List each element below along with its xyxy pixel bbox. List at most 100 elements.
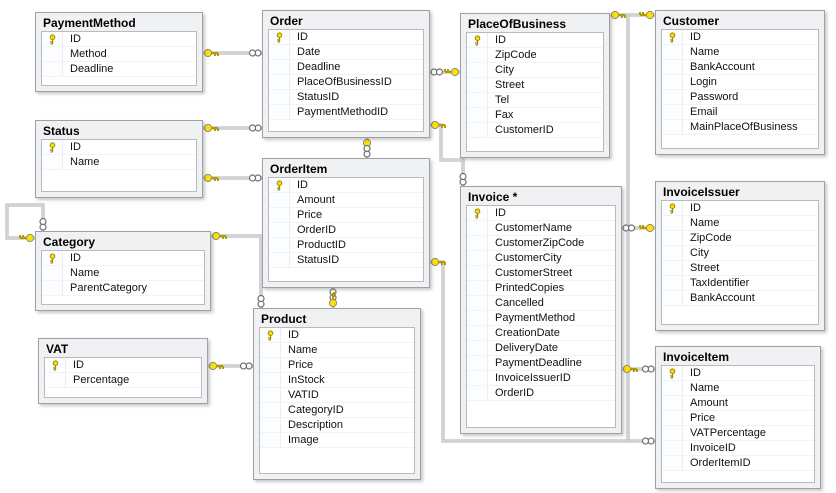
field-row-invoiceitem-id[interactable]: ID	[662, 366, 814, 381]
field-row-order-deadline[interactable]: Deadline	[269, 60, 423, 75]
field-row-product-description[interactable]: Description	[260, 418, 414, 433]
field-row-product-id[interactable]: ID	[260, 328, 414, 343]
field-row-paymentmethod-deadline[interactable]: Deadline	[42, 62, 196, 77]
table-title[interactable]: Category	[43, 235, 96, 249]
field-row-customer-id[interactable]: ID	[662, 30, 818, 45]
field-row-placeofbusiness-street[interactable]: Street	[467, 78, 603, 93]
table-title[interactable]: Order	[270, 14, 303, 28]
field-row-product-instock[interactable]: InStock	[260, 373, 414, 388]
table-title[interactable]: OrderItem	[270, 162, 328, 176]
field-row-invoiceissuer-id[interactable]: ID	[662, 201, 818, 216]
field-row-product-vatid[interactable]: VATID	[260, 388, 414, 403]
field-row-order-id[interactable]: ID	[269, 30, 423, 45]
field-row-invoiceitem-orderitemid[interactable]: OrderItemID	[662, 456, 814, 471]
field-row-orderitem-statusid[interactable]: StatusID	[269, 253, 423, 268]
field-row-customer-login[interactable]: Login	[662, 75, 818, 90]
field-row-invoiceissuer-bankaccount[interactable]: BankAccount	[662, 291, 818, 306]
table-title[interactable]: PlaceOfBusiness	[468, 17, 567, 31]
field-row-placeofbusiness-tel[interactable]: Tel	[467, 93, 603, 108]
field-row-invoiceissuer-city[interactable]: City	[662, 246, 818, 261]
field-row-placeofbusiness-fax[interactable]: Fax	[467, 108, 603, 123]
table-title[interactable]: InvoiceIssuer	[663, 185, 740, 199]
field-row-category-id[interactable]: ID	[42, 251, 204, 266]
field-row-customer-bankaccount[interactable]: BankAccount	[662, 60, 818, 75]
field-row-invoiceitem-vatpercentage[interactable]: VATPercentage	[662, 426, 814, 441]
field-row-placeofbusiness-id[interactable]: ID	[467, 33, 603, 48]
field-row-category-parentcategory[interactable]: ParentCategory	[42, 281, 204, 296]
field-row-status-id[interactable]: ID	[42, 140, 196, 155]
table-title[interactable]: Invoice *	[468, 190, 518, 204]
table-title[interactable]: InvoiceItem	[663, 350, 730, 364]
field-row-invoiceissuer-street[interactable]: Street	[662, 261, 818, 276]
field-row-product-price[interactable]: Price	[260, 358, 414, 373]
field-row-customer-mainplaceofbusiness[interactable]: MainPlaceOfBusiness	[662, 120, 818, 135]
field-row-orderitem-amount[interactable]: Amount	[269, 193, 423, 208]
field-row-product-image[interactable]: Image	[260, 433, 414, 448]
field-row-order-placeofbusinessid[interactable]: PlaceOfBusinessID	[269, 75, 423, 90]
row-selector-pk	[662, 30, 683, 44]
field-row-invoiceissuer-taxidentifier[interactable]: TaxIdentifier	[662, 276, 818, 291]
field-row-orderitem-productid[interactable]: ProductID	[269, 238, 423, 253]
field-row-placeofbusiness-zipcode[interactable]: ZipCode	[467, 48, 603, 63]
table-title[interactable]: Status	[43, 124, 80, 138]
table-title[interactable]: PaymentMethod	[43, 16, 136, 30]
field-row-invoiceitem-price[interactable]: Price	[662, 411, 814, 426]
field-row-invoiceitem-amount[interactable]: Amount	[662, 396, 814, 411]
field-row-invoice-invoiceissuerid[interactable]: InvoiceIssuerID	[467, 371, 615, 386]
field-row-invoice-paymentdeadline[interactable]: PaymentDeadline	[467, 356, 615, 371]
field-row-customer-password[interactable]: Password	[662, 90, 818, 105]
field-row-invoiceissuer-name[interactable]: Name	[662, 216, 818, 231]
table-title[interactable]: Customer	[663, 14, 720, 28]
field-row-paymentmethod-id[interactable]: ID	[42, 32, 196, 47]
relationship-order-invoice[interactable]	[430, 123, 465, 186]
field-row-vat-percentage[interactable]: Percentage	[45, 373, 201, 388]
field-row-invoiceitem-invoiceid[interactable]: InvoiceID	[662, 441, 814, 456]
table-title[interactable]: Product	[261, 312, 307, 326]
field-row-invoice-deliverydate[interactable]: DeliveryDate	[467, 341, 615, 356]
field-row-paymentmethod-method[interactable]: Method	[42, 47, 196, 62]
field-row-invoice-id[interactable]: ID	[467, 206, 615, 221]
field-row-product-categoryid[interactable]: CategoryID	[260, 403, 414, 418]
primary-key-icon	[669, 31, 675, 43]
field-row-orderitem-orderid[interactable]: OrderID	[269, 223, 423, 238]
field-row-invoice-creationdate[interactable]: CreationDate	[467, 326, 615, 341]
field-row-orderitem-price[interactable]: Price	[269, 208, 423, 223]
field-row-order-statusid[interactable]: StatusID	[269, 90, 423, 105]
field-row-vat-id[interactable]: ID	[45, 358, 201, 373]
field-row-category-name[interactable]: Name	[42, 266, 204, 281]
field-row-invoice-customerzipcode[interactable]: CustomerZipCode	[467, 236, 615, 251]
field-row-status-name[interactable]: Name	[42, 155, 196, 170]
field-row-invoiceitem-name[interactable]: Name	[662, 381, 814, 396]
row-selector	[467, 386, 488, 400]
field-row-invoice-customername[interactable]: CustomerName	[467, 221, 615, 236]
field-row-invoice-customerstreet[interactable]: CustomerStreet	[467, 266, 615, 281]
relationship-category-product[interactable]	[211, 234, 263, 308]
field-row-invoice-cancelled[interactable]: Cancelled	[467, 296, 615, 311]
field-row-invoice-paymentmethod[interactable]: PaymentMethod	[467, 311, 615, 326]
field-row-invoice-customercity[interactable]: CustomerCity	[467, 251, 615, 266]
field-row-orderitem-id[interactable]: ID	[269, 178, 423, 193]
field-row-invoice-orderid[interactable]: OrderID	[467, 386, 615, 401]
field-row-customer-name[interactable]: Name	[662, 45, 818, 60]
field-row-order-date[interactable]: Date	[269, 45, 423, 60]
field-row-invoiceissuer-zipcode[interactable]: ZipCode	[662, 231, 818, 246]
table-title[interactable]: VAT	[46, 342, 69, 356]
field-row-invoice-printedcopies[interactable]: PrintedCopies	[467, 281, 615, 296]
field-row-product-name[interactable]: Name	[260, 343, 414, 358]
field-row-placeofbusiness-city[interactable]: City	[467, 63, 603, 78]
field-row-placeofbusiness-customerid[interactable]: CustomerID	[467, 123, 603, 138]
field-row-customer-email[interactable]: Email	[662, 105, 818, 120]
field-row-order-paymentmethodid[interactable]: PaymentMethodID	[269, 105, 423, 120]
